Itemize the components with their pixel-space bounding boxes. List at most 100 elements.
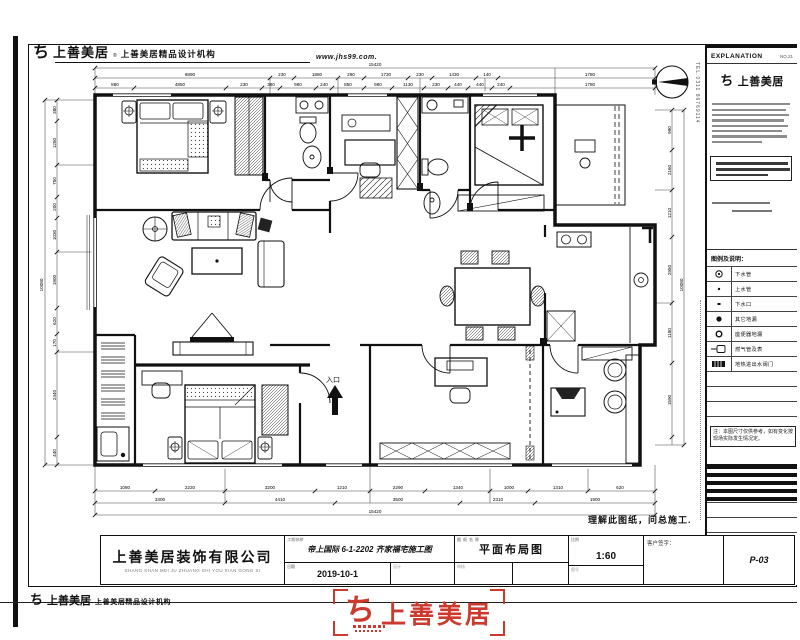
svg-text:1180: 1180 — [667, 328, 672, 338]
legend-row: 燃气管及表 — [707, 341, 797, 356]
bathroom1-fixtures — [295, 96, 329, 169]
drain-outlet-icon — [707, 297, 732, 311]
brand-stamp: ち 上善美居 — [333, 589, 505, 636]
svg-text:1430: 1430 — [449, 72, 460, 77]
legend-row: 座便器地漏 — [707, 326, 797, 341]
panel-notes-block — [707, 100, 797, 143]
svg-text:380: 380 — [267, 82, 275, 87]
svg-text:4410: 4410 — [275, 497, 286, 502]
svg-text:1000: 1000 — [504, 485, 515, 490]
legend-empty-row — [707, 371, 797, 386]
door-arcs — [259, 172, 579, 460]
svg-text:10080: 10080 — [679, 278, 684, 291]
interior-walls — [95, 95, 640, 465]
svg-text:1900: 1900 — [52, 274, 57, 285]
toilet-drain-icon — [707, 327, 732, 341]
svg-text:15420: 15420 — [369, 509, 382, 514]
windows — [86, 91, 632, 469]
svg-text:750: 750 — [52, 177, 57, 185]
stamp-corner — [490, 589, 505, 604]
balcony — [555, 104, 626, 206]
panel-stripe-rows — [707, 464, 797, 503]
svg-text:1340: 1340 — [453, 485, 464, 490]
legend-row: 地热进出水阀门 — [707, 356, 797, 371]
svg-text:140: 140 — [483, 72, 491, 77]
footer-rule — [0, 602, 797, 603]
explanation-title: EXPLANATION — [711, 53, 763, 60]
svg-text:1280: 1280 — [52, 137, 57, 148]
registered-mark: ® — [113, 53, 117, 59]
svg-text:1080: 1080 — [120, 485, 131, 490]
legend-empty-row — [707, 386, 797, 401]
kitchen-fixtures — [546, 226, 653, 343]
svg-text:990: 990 — [667, 126, 672, 134]
legend-title: 图例及说明： — [711, 257, 748, 263]
company-cell: 上善美居装饰有限公司 SHANG SHAN MEI JU ZHUANG SHI … — [101, 536, 285, 584]
svg-text:1730: 1730 — [381, 72, 392, 77]
svg-text:290: 290 — [347, 72, 355, 77]
brand-glyph-icon: ち — [33, 44, 50, 61]
svg-text:1780: 1780 — [585, 82, 596, 87]
drawing-name: 平面布局图 — [479, 544, 544, 556]
panel-note: 注：本图尺寸仅供参考，如有变化按现场实际发生情况定。 — [710, 426, 796, 447]
legend-row: 上水管 — [707, 281, 797, 296]
svg-text:1030: 1030 — [52, 229, 57, 240]
gas-meter-icon — [707, 342, 732, 356]
stamp-dots — [355, 630, 383, 632]
stamp-dots — [353, 625, 385, 628]
brand-name: 上善美居 — [737, 76, 784, 88]
company-name: 上善美居装饰有限公司 — [112, 549, 273, 565]
cloakroom-racks — [96, 342, 130, 462]
svg-text:850: 850 — [344, 82, 352, 87]
heating-valve-icon — [707, 357, 732, 371]
stamp-corner — [490, 621, 505, 636]
svg-text:880: 880 — [111, 82, 119, 87]
stamp-glyph-icon: ち — [344, 593, 375, 627]
scale-cell: 比例 1:60 图号 — [569, 536, 644, 584]
study-furniture — [379, 357, 511, 460]
svg-text:230: 230 — [432, 82, 440, 87]
website-url: www.jhs99.com. — [316, 54, 378, 61]
panel-vertical-note-line — [700, 300, 701, 520]
stamp-corner — [333, 589, 348, 604]
panel-top-bar — [707, 44, 797, 48]
brand-name: 上善美居 — [53, 45, 110, 60]
project-name: 帝上国际 6-1-2202 齐家福宅施工图 — [307, 544, 432, 554]
floor-drain-icon — [707, 312, 732, 326]
svg-text:2310: 2310 — [493, 497, 504, 502]
svg-text:2950: 2950 — [667, 264, 672, 275]
svg-text:6890: 6890 — [185, 72, 196, 77]
supply-pipe-icon — [707, 282, 732, 296]
svg-text:440: 440 — [476, 82, 484, 87]
svg-text:10080: 10080 — [39, 278, 44, 291]
svg-text:3200: 3200 — [265, 485, 276, 490]
svg-text:15420: 15420 — [369, 62, 382, 67]
drawing-date: 2019-10-1 — [316, 568, 359, 579]
stamp-corner — [333, 621, 348, 636]
legend-row: 其它地漏 — [707, 311, 797, 326]
legend-empty-row — [707, 401, 797, 416]
drawing-name-cell: 图纸名称 平面布局图 审核 — [455, 536, 569, 584]
sheet-number: P-03 — [749, 555, 769, 565]
master-bedroom-furniture — [121, 96, 264, 176]
sheet-edge-bar — [13, 36, 18, 627]
legend-row: 下水口 — [707, 296, 797, 311]
svg-text:3500: 3500 — [393, 497, 404, 502]
svg-text:1210: 1210 — [337, 485, 348, 490]
header-brand: ち 上善美居 ® 上善美居精品设计机构 — [33, 38, 216, 62]
svg-text:200: 200 — [52, 203, 57, 211]
svg-text:1310: 1310 — [553, 485, 564, 490]
stamp-text: 上善美居 — [380, 600, 493, 629]
panel-signature-area — [712, 196, 790, 212]
svg-text:440: 440 — [454, 82, 462, 87]
panel-brand: ち 上善美居 — [707, 70, 797, 90]
svg-text:980: 980 — [374, 82, 382, 87]
svg-text:240: 240 — [497, 82, 505, 87]
client-signature-cell: 客户签字： — [644, 536, 724, 584]
svg-text:620: 620 — [616, 485, 624, 490]
explanation-number: NO.21 — [779, 54, 793, 59]
title-block: 上善美居装饰有限公司 SHANG SHAN MEI JU ZHUANG SHI … — [100, 535, 795, 585]
entrance-label: 入口 — [326, 376, 340, 384]
